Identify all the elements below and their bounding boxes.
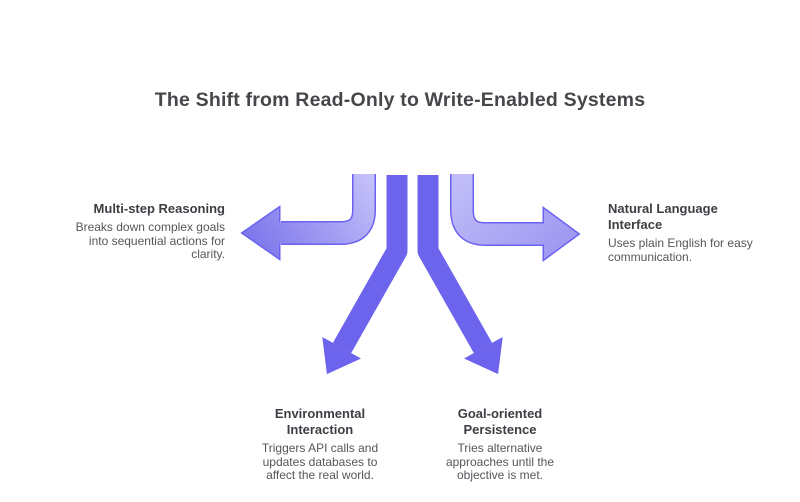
feature-body: Breaks down complex goals into sequentia… — [75, 220, 225, 261]
page-title: The Shift from Read-Only to Write-Enable… — [154, 89, 646, 111]
branch-arrow-right-icon — [450, 174, 581, 262]
feature-heading: Goal-oriented Persistence — [457, 406, 543, 437]
feature-body: Uses plain English for easy communicatio… — [608, 236, 753, 264]
feature-heading: Environmental Interaction — [274, 406, 366, 437]
branch-arrow-left-icon — [240, 174, 376, 261]
feature-body: Tries alternative approaches until the o… — [445, 441, 555, 482]
feature-multi-step-reasoning: Multi-step Reasoning Breaks down complex… — [55, 201, 225, 262]
branch-arrow-down-left-icon — [322, 175, 408, 374]
feature-natural-language-interface: Natural Language Interface Uses plain En… — [608, 201, 778, 264]
feature-heading: Multi-step Reasoning — [93, 201, 225, 216]
feature-environmental-interaction: Environmental Interaction Triggers API c… — [240, 406, 400, 483]
feature-body: Triggers API calls and updates databases… — [261, 441, 379, 482]
feature-heading: Natural Language Interface — [608, 201, 718, 232]
feature-goal-oriented-persistence: Goal-oriented Persistence Tries alternat… — [420, 406, 580, 483]
branch-arrow-down-right-icon — [417, 175, 503, 374]
